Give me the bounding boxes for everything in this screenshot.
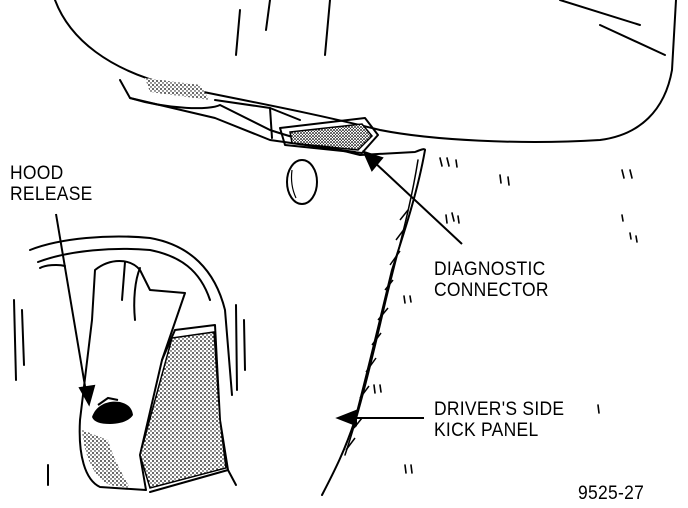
diagnostic-connector-label-line2: CONNECTOR — [434, 280, 549, 301]
connector-box — [279, 117, 379, 154]
kick-panel-label-line1: DRIVER'S SIDE — [434, 399, 565, 420]
hood-release-leader — [55, 213, 87, 393]
hood-release-label: HOOD RELEASE — [10, 163, 93, 205]
figure-number: 9525-27 — [578, 483, 645, 504]
release-panel — [78, 260, 186, 491]
kick-panel-label-line2: KICK PANEL — [434, 420, 539, 441]
kick-panel-label: DRIVER'S SIDE KICK PANEL — [434, 399, 564, 441]
diagnostic-leader — [371, 159, 463, 245]
hood-release-label-line2: RELEASE — [10, 184, 93, 205]
hood-release-label-line1: HOOD — [10, 163, 64, 184]
diagnostic-connector-label-line1: DIAGNOSTIC — [434, 259, 546, 280]
diagnostic-connector-label: DIAGNOSTIC CONNECTOR — [434, 259, 549, 301]
door-trim-top — [29, 235, 233, 396]
dashboard-outline — [54, 0, 677, 143]
hood-release-icon — [92, 401, 133, 424]
kick-panel-edge — [321, 149, 426, 496]
